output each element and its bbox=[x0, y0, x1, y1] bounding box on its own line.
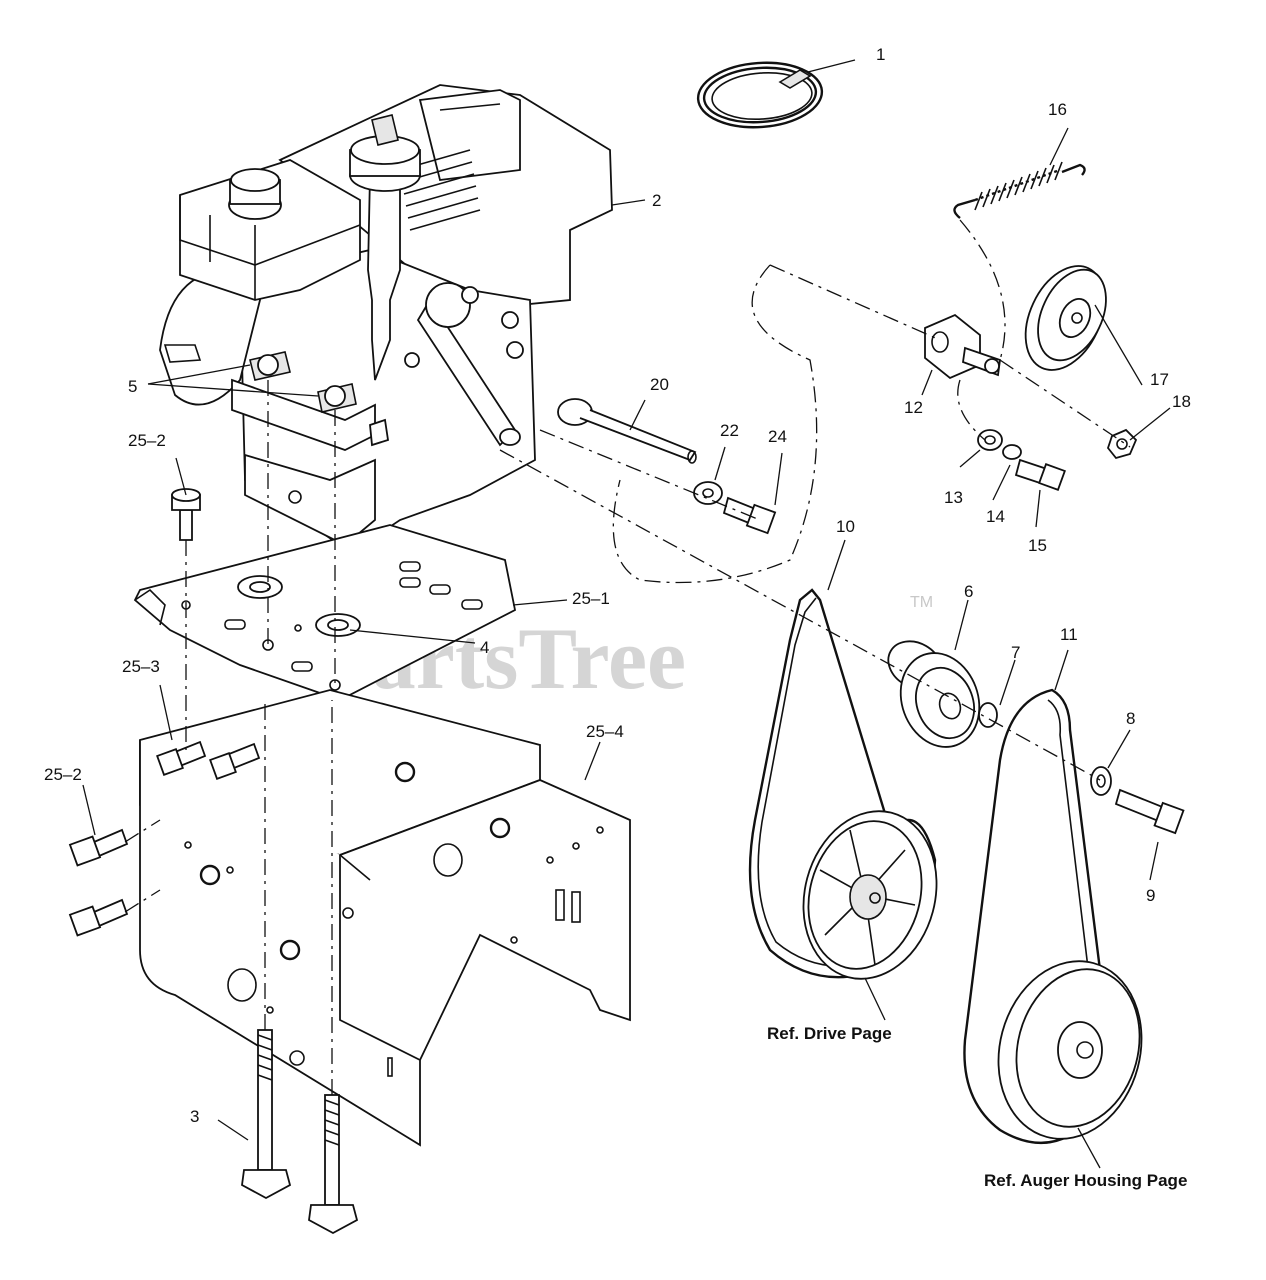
label-part-13: 13 bbox=[944, 488, 963, 507]
engine-pulley-part[interactable] bbox=[880, 632, 992, 758]
lock-washer-part[interactable] bbox=[237, 575, 361, 637]
label-part-22: 22 bbox=[720, 421, 739, 440]
shaft-bolt-part[interactable] bbox=[722, 496, 777, 535]
label-part-6: 6 bbox=[964, 582, 973, 601]
label-part-5: 5 bbox=[128, 377, 137, 396]
ref-auger-housing-page[interactable]: Ref. Auger Housing Page bbox=[984, 1171, 1187, 1190]
pulley-washer-part[interactable] bbox=[1090, 766, 1112, 796]
frame-bolt-part[interactable] bbox=[68, 740, 261, 937]
idler-bolt-part[interactable] bbox=[1014, 458, 1066, 491]
label-part-25-4: 25–4 bbox=[586, 722, 624, 741]
label-part-20: 20 bbox=[650, 375, 669, 394]
label-part-25-2-lower: 25–2 bbox=[44, 765, 82, 784]
label-part-24: 24 bbox=[768, 427, 787, 446]
label-part-12: 12 bbox=[904, 398, 923, 417]
washer-part[interactable] bbox=[693, 481, 723, 505]
label-part-15: 15 bbox=[1028, 536, 1047, 555]
mounting-plate-part[interactable] bbox=[133, 524, 517, 701]
frame-part[interactable] bbox=[139, 689, 631, 1147]
idler-washer-part[interactable] bbox=[977, 429, 1022, 460]
auger-pulley-part[interactable] bbox=[979, 945, 1161, 1155]
idler-arm-part[interactable] bbox=[924, 313, 1001, 380]
label-part-16: 16 bbox=[1048, 100, 1067, 119]
pulley-bolt-part[interactable] bbox=[1114, 788, 1185, 835]
leader-lines bbox=[82, 59, 1171, 1169]
label-part-10: 10 bbox=[836, 517, 855, 536]
label-part-8: 8 bbox=[1126, 709, 1135, 728]
label-part-25-3: 25–3 bbox=[122, 657, 160, 676]
label-part-14: 14 bbox=[986, 507, 1005, 526]
label-part-9: 9 bbox=[1146, 886, 1155, 905]
drive-pulley-part[interactable] bbox=[785, 796, 955, 994]
label-part-4: 4 bbox=[480, 638, 489, 657]
spring-part[interactable] bbox=[953, 161, 1086, 219]
label-part-25-2-upper: 25–2 bbox=[128, 431, 166, 450]
engine-part[interactable] bbox=[159, 84, 613, 554]
idler-nut-part[interactable] bbox=[1106, 428, 1138, 460]
label-part-11: 11 bbox=[1060, 625, 1078, 644]
label-part-18: 18 bbox=[1172, 392, 1191, 411]
label-part-1: 1 bbox=[876, 45, 885, 64]
cord-coil-part[interactable] bbox=[696, 59, 824, 131]
idler-pulley-part[interactable] bbox=[1010, 253, 1120, 382]
label-part-17: 17 bbox=[1150, 370, 1169, 389]
upper-bolt-part[interactable] bbox=[171, 488, 201, 541]
long-bolt-part[interactable] bbox=[241, 1029, 359, 1235]
label-part-25-1: 25–1 bbox=[572, 589, 610, 608]
ref-drive-page[interactable]: Ref. Drive Page bbox=[767, 1024, 892, 1043]
auger-belt-part[interactable] bbox=[963, 688, 1110, 1145]
label-part-2: 2 bbox=[652, 191, 661, 210]
label-part-3: 3 bbox=[190, 1107, 199, 1126]
label-part-7: 7 bbox=[1011, 643, 1020, 662]
rod-part[interactable] bbox=[557, 398, 697, 464]
assembly-centerlines bbox=[124, 219, 1131, 1095]
watermark-tm: TM bbox=[910, 594, 933, 611]
